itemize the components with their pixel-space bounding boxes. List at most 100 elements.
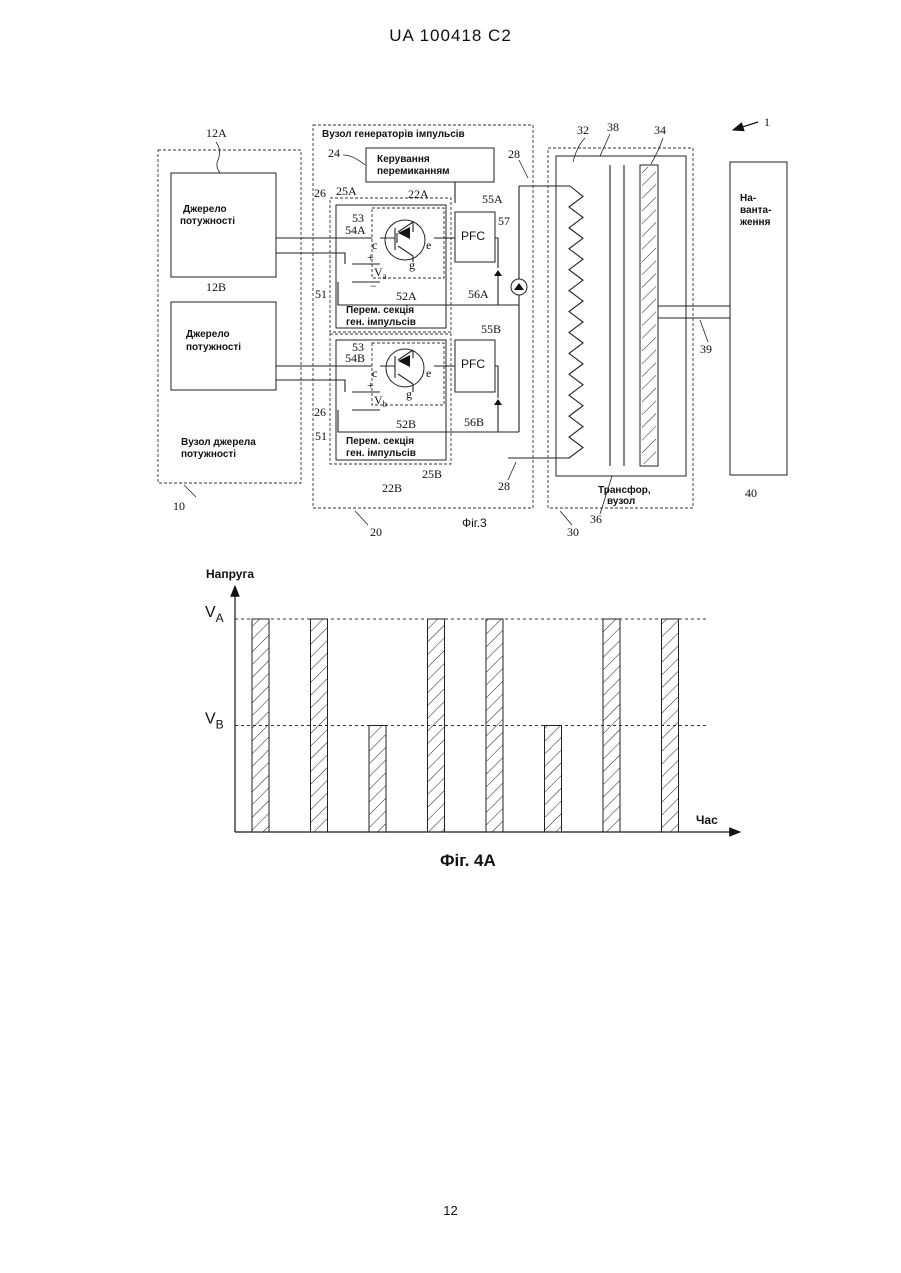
voltage-a: Va xyxy=(374,265,387,281)
ref-22b: 22B xyxy=(382,481,402,495)
pulse-bar-3 xyxy=(369,726,386,833)
ref-12a: 12A xyxy=(206,126,227,140)
diode-56a xyxy=(494,270,502,276)
pulse-bar-7 xyxy=(603,619,620,832)
ref-28-top: 28 xyxy=(508,147,520,161)
pulse-bar-1 xyxy=(252,619,269,832)
ref-25b: 25B xyxy=(422,467,442,481)
ref-52b: 52B xyxy=(396,417,416,431)
level-label-b: VB xyxy=(205,711,224,732)
ref-54a: 54A xyxy=(345,223,366,237)
secondary-winding xyxy=(642,167,656,464)
ref-12b: 12B xyxy=(206,280,226,294)
leader-34 xyxy=(651,138,663,164)
transformer-label-2: вузол xyxy=(607,496,635,507)
ref-56b: 56B xyxy=(464,415,484,429)
section-a-label-1: Перем. секція xyxy=(346,305,414,316)
wire-to-load xyxy=(658,306,730,318)
wire-a-return xyxy=(338,282,519,305)
ref-28-bottom: 28 xyxy=(498,479,510,493)
term-e-b: e xyxy=(426,366,431,380)
x-axis-label: Час xyxy=(696,813,718,827)
ref-25a: 25A xyxy=(336,184,357,198)
ref-39: 39 xyxy=(700,342,712,356)
ref-26-a: 26 xyxy=(314,186,326,200)
load-label-2: ванта- xyxy=(740,205,771,216)
y-axis-label: Напруга xyxy=(206,567,254,581)
ref-40: 40 xyxy=(745,486,757,500)
ref-57: 57 xyxy=(498,214,510,228)
pfc-a-label: PFC xyxy=(461,229,485,243)
ref-34: 34 xyxy=(654,123,666,137)
ref-30: 30 xyxy=(567,525,579,539)
leader-30 xyxy=(560,511,572,525)
load-label-1: На- xyxy=(740,193,756,204)
diode-57-symbol xyxy=(514,283,524,290)
ref-1: 1 xyxy=(764,115,770,129)
pulse-bar-4 xyxy=(428,619,445,832)
power-source-a-label-1: Джерело xyxy=(183,204,227,215)
plus-a: + xyxy=(367,250,374,264)
pulse-gen-assembly-title: Вузол генераторів імпульсів xyxy=(322,129,465,140)
ref-26-b: 26 xyxy=(314,405,326,419)
leader-38 xyxy=(600,134,610,156)
ref-51-a: 51 xyxy=(315,287,327,301)
leader-24 xyxy=(343,155,365,165)
leader-28-bottom xyxy=(508,462,516,480)
level-label-a: VA xyxy=(205,604,224,625)
leader-20 xyxy=(355,511,368,525)
pulse-bar-2 xyxy=(311,619,328,832)
ref-51-b: 51 xyxy=(315,429,327,443)
ref-20: 20 xyxy=(370,525,382,539)
level-lines: VA VB xyxy=(205,604,708,732)
diode-a-symbol xyxy=(398,227,410,239)
leader-39 xyxy=(700,320,708,342)
ref-38: 38 xyxy=(607,120,619,134)
section-a-label-2: ген. імпульсів xyxy=(346,317,416,328)
power-source-a-label-2: потужності xyxy=(180,216,235,227)
term-g-b: g xyxy=(406,387,412,401)
primary-winding xyxy=(569,186,583,458)
leader-32 xyxy=(573,138,585,162)
power-source-b-label-2: потужності xyxy=(186,342,241,353)
ref-24: 24 xyxy=(328,146,340,160)
diode-b-symbol xyxy=(398,355,410,367)
load-label-3: ження xyxy=(739,217,771,228)
voltage-b: Vb xyxy=(374,393,388,409)
ref-54b: 54B xyxy=(345,351,365,365)
wire-b-bottom xyxy=(276,380,345,392)
ref-22a: 22A xyxy=(408,187,429,201)
igbt-a-symbol xyxy=(385,220,425,260)
power-source-b-label-1: Джерело xyxy=(186,329,230,340)
switch-control-label-2: перемиканням xyxy=(377,166,450,177)
leader-28-top xyxy=(519,160,528,178)
ref-32: 32 xyxy=(577,123,589,137)
leader-12a xyxy=(216,142,220,173)
fig4a-caption: Фіг. 4A xyxy=(440,851,496,870)
diode-56b xyxy=(494,399,502,405)
ref-36: 36 xyxy=(590,512,602,526)
ref-52a: 52A xyxy=(396,289,417,303)
wire-a-bottom xyxy=(276,253,345,264)
term-g-a: g xyxy=(409,258,415,272)
plus-b: + xyxy=(367,378,374,392)
wire-b-return xyxy=(338,410,519,432)
page-number: 12 xyxy=(0,1203,901,1218)
fig3-caption: Фіг.3 xyxy=(462,516,487,530)
ref-1-arrow xyxy=(733,122,758,130)
switch-control-label-1: Керування xyxy=(377,154,430,165)
ref-55a: 55A xyxy=(482,192,503,206)
minus-a: − xyxy=(370,279,377,293)
ref-56a: 56A xyxy=(468,287,489,301)
switch-22a-box xyxy=(372,208,444,278)
term-e-a: e xyxy=(426,238,431,252)
leader-10 xyxy=(184,485,196,497)
power-assembly-label-1: Вузол джерела xyxy=(181,437,256,448)
fig3-diagram: Вузол джерела потужності 10 Джерело поту… xyxy=(158,115,787,539)
pulse-bar-8 xyxy=(662,619,679,832)
power-assembly-box xyxy=(158,150,301,483)
ref-55b: 55B xyxy=(481,322,501,336)
fig4a-chart: Напруга Час VA VB xyxy=(205,567,740,832)
ref-10: 10 xyxy=(173,499,185,513)
